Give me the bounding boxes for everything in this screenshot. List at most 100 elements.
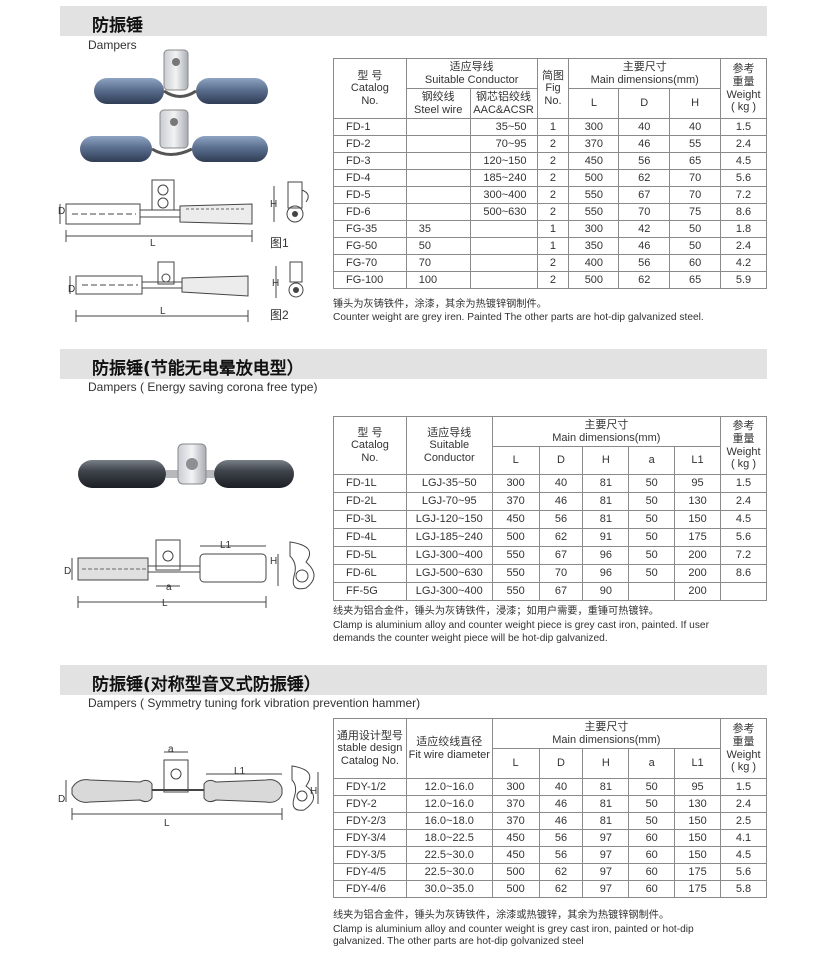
drawing2-h-label: H: [270, 556, 278, 567]
table-cell: 67: [618, 186, 671, 204]
table-cell: 4.2: [720, 254, 767, 272]
drawing2-a-label: a: [166, 582, 172, 593]
drawing3-l1-label: L1: [234, 766, 246, 777]
table-cell: FD-1: [333, 118, 407, 136]
table-cell: 1: [536, 220, 570, 238]
section-2-title: 防振锤(节能无电晕放电型）: [92, 359, 304, 379]
table-cell: FDY-3/4: [333, 829, 407, 847]
table-cell: 91: [582, 528, 630, 547]
table-cell: 60: [628, 829, 676, 847]
table-cell: 1.5: [720, 118, 767, 136]
table-cell: 370: [568, 135, 620, 153]
table-cell: [469, 271, 538, 289]
table-cell: 62: [618, 271, 671, 289]
table-cell: 60: [628, 880, 676, 898]
table-cell: 40: [669, 118, 721, 136]
table-cell: 67: [538, 546, 584, 565]
table-cell: 500~630: [469, 203, 538, 221]
table-cell: 550: [491, 564, 540, 583]
table-cell: 370: [491, 812, 540, 830]
table-cell: 50: [628, 795, 676, 813]
table-cell: 2: [536, 271, 570, 289]
tuning-fork-drawing: [65, 751, 319, 820]
table-cell: 50: [628, 812, 676, 830]
table-cell: 185~240: [469, 169, 538, 187]
table-cell: FDY-2: [333, 795, 407, 813]
table-cell: 81: [582, 492, 630, 511]
header-d: D: [538, 446, 584, 475]
table-cell: 100: [405, 271, 471, 289]
note-2-en-2: demands the counter weight piece will be…: [333, 633, 608, 644]
fig1-d-label: D: [58, 206, 66, 217]
table-cell: 130: [674, 492, 721, 511]
table-cell: 4.5: [720, 846, 767, 864]
drawing2-l1-label: L1: [220, 540, 232, 551]
table-cell: 50: [669, 237, 721, 255]
table-cell: 2.4: [720, 237, 767, 255]
table-cell: FD-2L: [333, 492, 407, 511]
table-cell: 50: [669, 220, 721, 238]
table-cell: 150: [674, 510, 721, 529]
table-cell: 97: [582, 863, 630, 881]
table-cell: 81: [582, 812, 630, 830]
note-1-en: Counter weight are grey iren. Painted Th…: [333, 312, 704, 323]
section-3-header: 防振锤(对称型音叉式防振锤）: [60, 665, 767, 695]
table-cell: 50: [628, 528, 676, 547]
table-cell: 46: [618, 135, 671, 153]
table-cell: 7.2: [720, 186, 767, 204]
table-cell: 450: [491, 846, 540, 864]
table-cell: 500: [491, 528, 540, 547]
header-h: H: [582, 446, 630, 475]
table-cell: LGJ-185~240: [405, 528, 493, 547]
header-a: a: [628, 446, 676, 475]
table-cell: 2.5: [720, 812, 767, 830]
note-3-en-2: galvanized. The other parts are hot-dip …: [333, 936, 584, 947]
table-cell: FD-2: [333, 135, 407, 153]
section-2-subtitle: Dampers ( Energy saving corona free type…: [88, 380, 318, 394]
table-cell: 35: [405, 220, 471, 238]
table-cell: FG-70: [333, 254, 407, 272]
table-cell: 81: [582, 474, 630, 493]
table-cell: 65: [669, 152, 721, 170]
fig1-side-view: [273, 181, 309, 223]
damper-photo-1: [80, 49, 268, 162]
table-cell: 300: [491, 778, 540, 796]
note-3-en-1: Clamp is aluminium alloy and counter wei…: [333, 924, 694, 935]
table-cell: 46: [538, 812, 584, 830]
table-cell: FDY-3/5: [333, 846, 407, 864]
table-cell: 130: [674, 795, 721, 813]
table-cell: 300: [568, 118, 620, 136]
table-cell: 350: [568, 237, 620, 255]
fig1-drawing: [59, 179, 253, 242]
table-cell: 500: [491, 863, 540, 881]
note-1-cn: 锤头为灰铸铁件，涂漆，其余为热镀锌钢制件。: [333, 299, 547, 310]
table-cell: 400: [568, 254, 620, 272]
table-cell: 8.6: [720, 203, 767, 221]
drawing3-h-label: H: [310, 786, 318, 797]
table-cell: 4.5: [720, 152, 767, 170]
table-cell: FD-4: [333, 169, 407, 187]
table-cell: 16.0~18.0: [405, 812, 493, 830]
table-cell: 40: [618, 118, 671, 136]
table-cell: [405, 118, 471, 136]
table-cell: [719, 582, 768, 601]
drawing2-l-label: L: [162, 598, 168, 609]
table-cell: 2: [536, 135, 570, 153]
